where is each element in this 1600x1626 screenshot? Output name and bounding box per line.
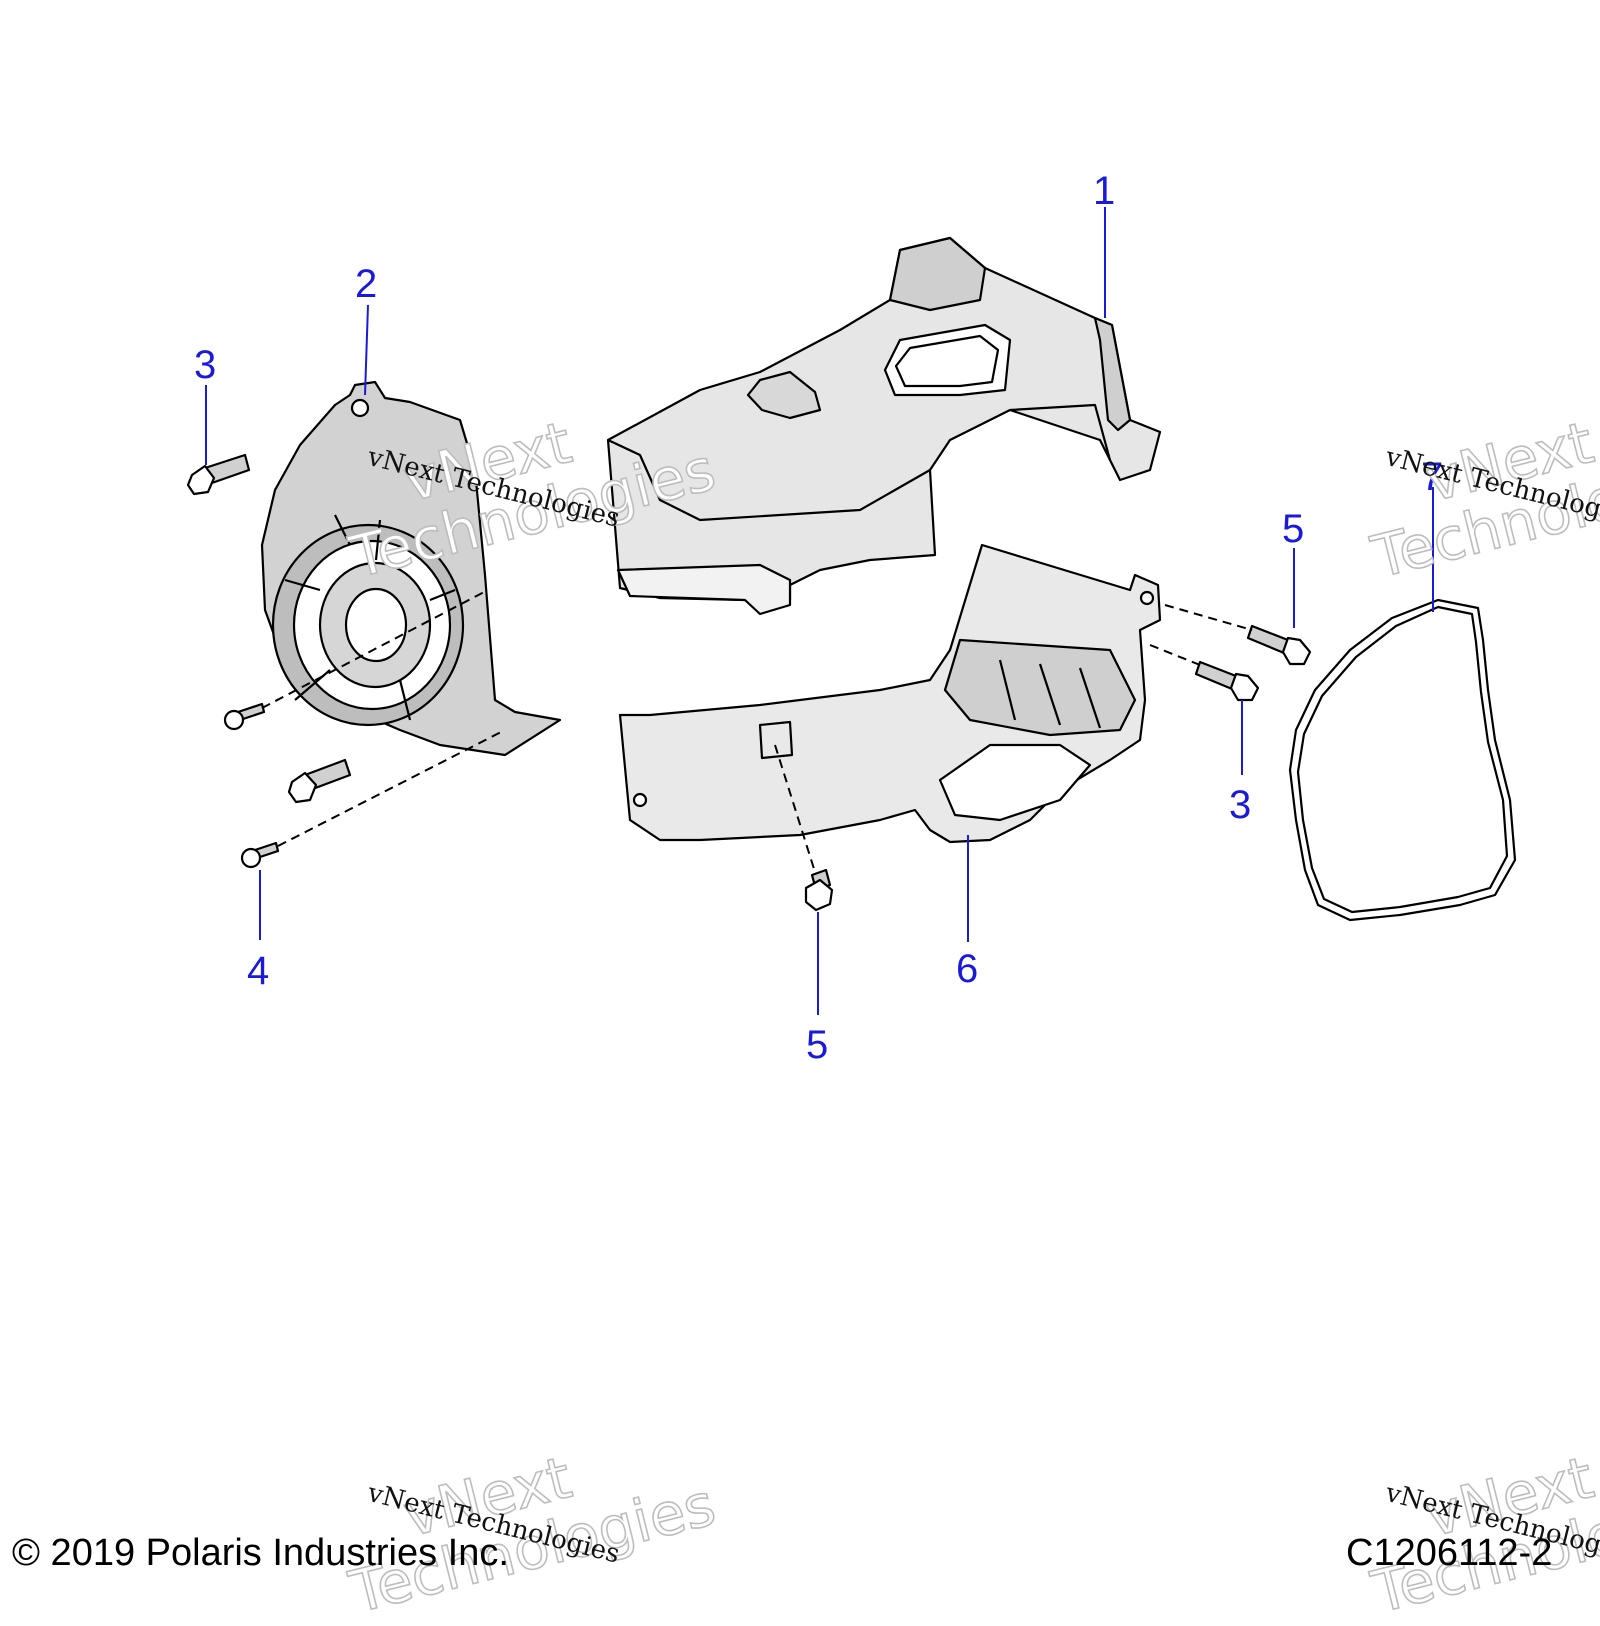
- bolt-3-left: [186, 453, 251, 496]
- bolt-3-right: [1194, 660, 1260, 702]
- callout-2: 2: [355, 262, 377, 306]
- callout-4: 4: [247, 949, 269, 993]
- callout-5-right: 5: [1282, 507, 1304, 551]
- callout-6: 6: [956, 947, 978, 991]
- screw-4-lower: [240, 841, 280, 869]
- callout-numbers: 1 2 3 4 5 6 3 5 7: [194, 169, 1443, 1067]
- upper-shroud-part: [606, 236, 1162, 616]
- screw-4-upper: [223, 702, 266, 731]
- lower-shroud-part: [618, 543, 1162, 844]
- copyright-text: © 2019 Polaris Industries Inc.: [12, 1532, 509, 1574]
- callout-3-top-left: 3: [194, 343, 216, 387]
- diagram-reference-code: C1206112-2: [1346, 1532, 1553, 1574]
- callout-7: 7: [1421, 455, 1443, 499]
- bolt-3-left-lower: [287, 758, 352, 804]
- callout-leader-lines: [205, 207, 1434, 1015]
- callout-5-bottom: 5: [806, 1023, 828, 1067]
- gasket-part: [1288, 598, 1517, 922]
- callout-3-right: 3: [1229, 783, 1251, 827]
- assembly-dashed-lines: [261, 589, 1253, 873]
- bolt-5-bottom: [804, 868, 834, 912]
- fan-housing-part: [260, 380, 562, 757]
- bolt-5-right: [1246, 624, 1312, 666]
- callout-1: 1: [1093, 169, 1115, 213]
